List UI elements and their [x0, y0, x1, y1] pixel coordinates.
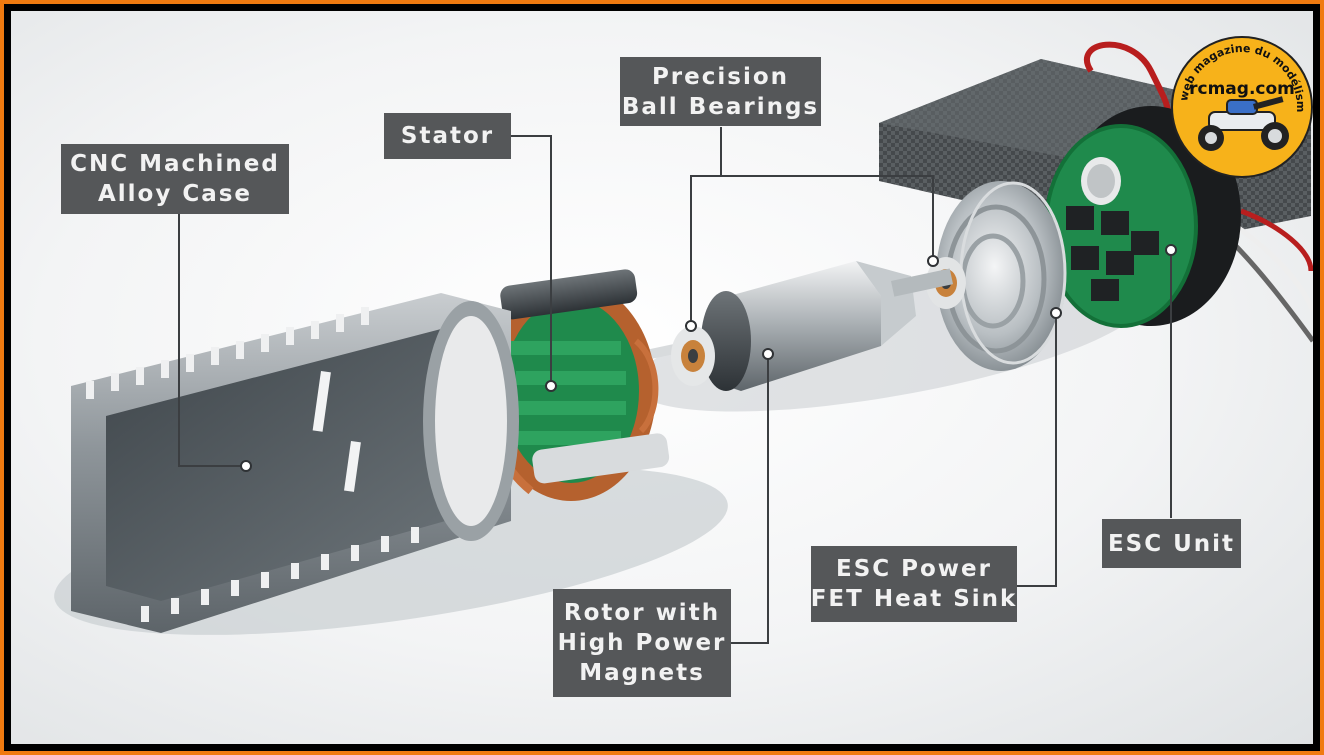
label-precision-ball-bearings: Precision Ball Bearings [620, 57, 821, 126]
label-line: Magnets [579, 660, 705, 686]
label-cnc-machined-alloy-case: CNC Machined Alloy Case [61, 144, 289, 214]
label-esc-power-fet-heat-sink: ESC Power FET Heat Sink [811, 546, 1017, 622]
label-line: Ball Bearings [621, 93, 820, 120]
label-line: ESC Power [835, 556, 992, 582]
label-line: Stator [400, 123, 495, 149]
logo-brand: rcmag.com [1189, 79, 1295, 99]
label-line: Alloy Case [97, 181, 253, 207]
rcmag-logo: Le web magazine du modélisme rcmag.com [1169, 34, 1313, 178]
label-stator: Stator [384, 113, 511, 159]
label-line: FET Heat Sink [810, 586, 1018, 612]
label-esc-unit: ESC Unit [1102, 519, 1241, 568]
label-line: Precision [651, 63, 790, 90]
diagram-canvas: CNC Machined Alloy Case Stator Precision… [11, 11, 1313, 744]
label-rotor-high-power-magnets: Rotor with High Power Magnets [553, 589, 731, 697]
buggy-icon [1198, 96, 1289, 151]
label-line: High Power [557, 630, 727, 656]
label-line: Rotor with [563, 600, 721, 626]
label-line: ESC Unit [1107, 530, 1236, 557]
label-line: CNC Machined [70, 151, 280, 177]
motor-illustration [54, 41, 1313, 644]
